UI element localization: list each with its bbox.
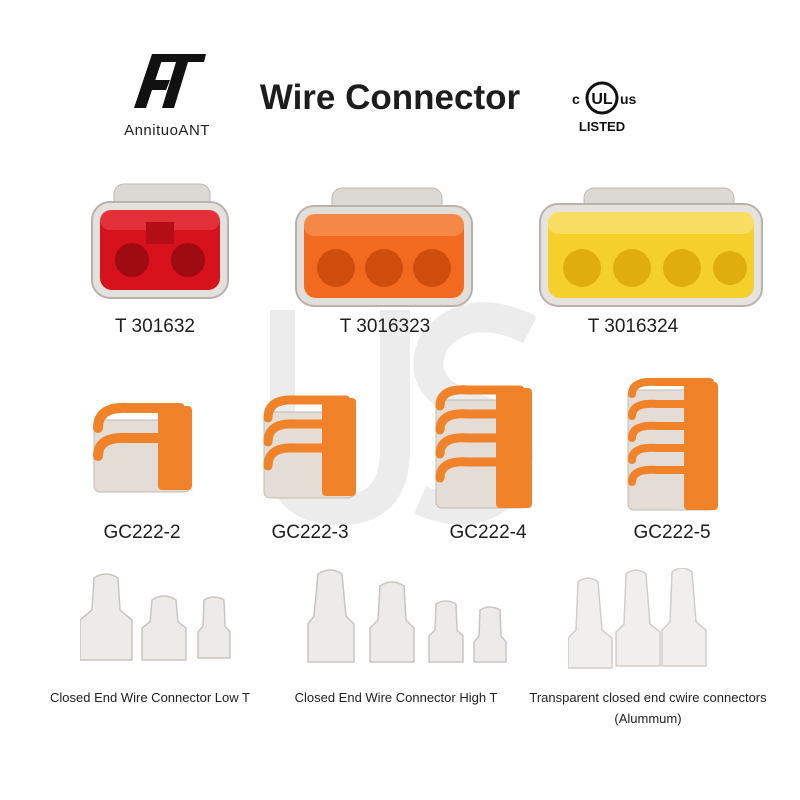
product-label-gc222-3: GC222-3 — [271, 522, 349, 543]
product-label-transparent-closed-end: Transparent closed end cwire connectors — [529, 690, 767, 705]
product-label-t3016323: T 3016323 — [339, 316, 431, 337]
ul-c-text: c — [572, 91, 580, 107]
connector-gc222-2-image — [93, 402, 192, 493]
connector-t301632-image — [91, 183, 229, 299]
ul-listed-text: LISTED — [579, 119, 625, 134]
product-label-gc222-5: GC222-5 — [633, 522, 711, 543]
closed-end-low-t-image — [80, 573, 231, 661]
connector-t3016324-image — [539, 187, 763, 307]
product-label-gc222-4: GC222-4 — [449, 522, 527, 543]
product-sublabel-material: (Alummum) — [614, 711, 682, 726]
product-label-closed-end-low-t: Closed End Wire Connector Low T — [50, 690, 250, 705]
product-label-t301632: T 301632 — [115, 316, 195, 337]
product-label-gc222-2: GC222-2 — [103, 522, 181, 543]
brand-logo — [134, 54, 206, 108]
brand-name: AnnituoANT — [124, 122, 210, 139]
product-label-t3016324: T 3016324 — [587, 316, 679, 337]
transparent-closed-end-image — [568, 568, 707, 669]
connector-gc222-4-image — [435, 385, 532, 509]
ul-text: UL — [591, 91, 613, 108]
closed-end-high-t-image — [307, 569, 507, 663]
page-title: Wire Connector — [259, 78, 521, 117]
connector-gc222-3-image — [263, 395, 356, 499]
ul-listed-mark: UL c us LISTED — [572, 81, 637, 134]
connector-gc222-5-image — [627, 378, 718, 511]
product-label-closed-end-high-t: Closed End Wire Connector High T — [294, 690, 498, 705]
ul-us-text: us — [620, 91, 637, 107]
connector-t3016323-image — [295, 187, 473, 307]
